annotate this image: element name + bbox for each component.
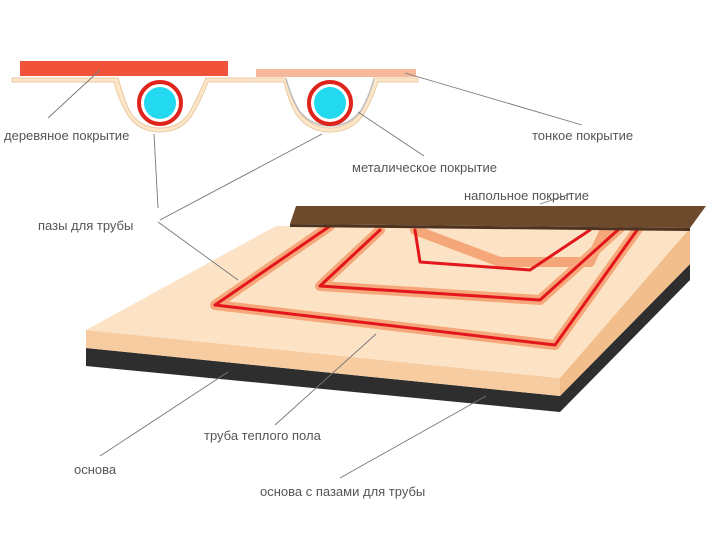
wood-board [20, 61, 228, 76]
floor-cover-board [290, 206, 706, 228]
label-grooved-base: основа с пазами для трубы [260, 484, 425, 499]
leader-floor-cover [539, 193, 571, 205]
leader-metal-cover [357, 111, 425, 157]
thin-board [256, 69, 416, 77]
label-floor-cover: напольное покрытие [464, 188, 589, 203]
label-metal-cover: металическое покрытие [352, 160, 497, 175]
wood-groove-base [11, 77, 251, 133]
label-base: основа [74, 462, 117, 477]
leader-wood-cover [47, 69, 101, 119]
floor-cover-edge [290, 224, 690, 231]
label-pipe-grooves: пазы для трубы [38, 218, 133, 233]
floor-slab [86, 206, 706, 412]
slab-right-face [560, 228, 690, 396]
leader-grooves-2 [159, 133, 323, 221]
base-layer-bottom [86, 264, 690, 412]
wood-cover-section [11, 61, 251, 133]
leader-pipe [274, 333, 377, 426]
leader-grooved-base [339, 395, 487, 479]
labels: деревяное покрытие тонкое покрытие метал… [4, 128, 633, 499]
thin-cover-section [251, 69, 419, 133]
thin-groove-base [251, 77, 419, 133]
label-thin-cover: тонкое покрытие [532, 128, 633, 143]
label-pipe: труба теплого пола [204, 428, 322, 443]
leader-base [99, 371, 229, 457]
heating-pipe [213, 224, 642, 347]
slab-front-face [86, 330, 560, 396]
leader-grooves-3 [157, 221, 239, 281]
pipe-cross-section-left [137, 80, 183, 126]
leader-lines [47, 69, 583, 479]
leader-thin-cover [404, 72, 583, 126]
pipe-cross-section-right [307, 80, 353, 126]
leader-grooves-1 [153, 133, 159, 209]
label-wood-cover: деревяное покрытие [4, 128, 129, 143]
cross-section-details [11, 61, 419, 133]
